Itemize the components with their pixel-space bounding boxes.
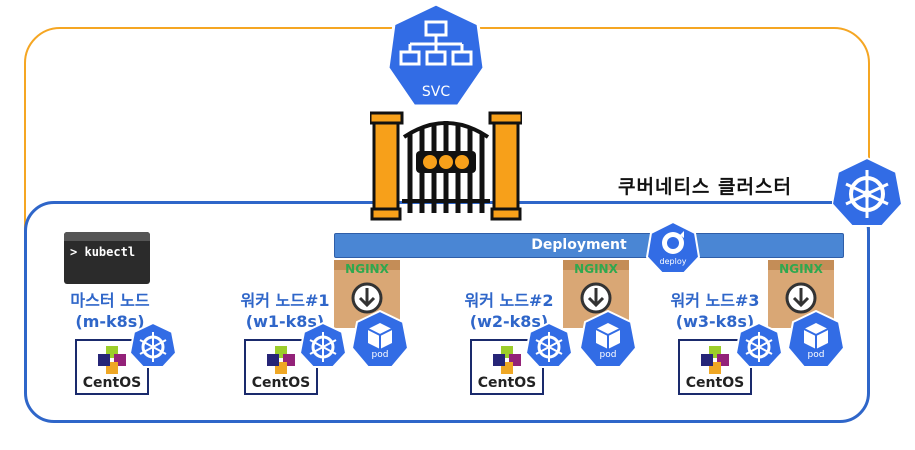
deploy-icon-label: deploy [659, 257, 687, 266]
pod-label: pod [807, 350, 825, 360]
worker-node-name: 워커 노드#3 [670, 291, 760, 310]
centos-label: CentOS [251, 375, 311, 391]
gate-icon [370, 111, 522, 221]
terminal-titlebar [64, 232, 150, 241]
master-node-name: 마스터 노드 [70, 291, 150, 310]
centos-icon [98, 346, 126, 374]
centos-icon [267, 346, 295, 374]
worker-node-name: 워커 노드#2 [464, 291, 554, 310]
terminal-prompt: > [70, 245, 78, 259]
nginx-label: NGINX [345, 262, 389, 276]
centos-icon [493, 346, 521, 374]
nginx-image-icon [768, 260, 834, 328]
kubernetes-icon [300, 322, 346, 368]
pod-label: pod [599, 350, 617, 360]
service-icon [386, 2, 486, 108]
deployment-label: Deployment [531, 237, 627, 253]
worker-node-name: 워커 노드#1 [240, 291, 330, 310]
master-node-host: (m-k8s) [75, 312, 145, 331]
pod-icon [788, 310, 844, 368]
cluster-title: 쿠버네티스 클러스터 [618, 176, 792, 198]
kubectl-terminal: > kubectl [64, 232, 150, 284]
centos-icon [701, 346, 729, 374]
nginx-label: NGINX [779, 262, 823, 276]
service-label: SVC [421, 84, 451, 100]
kubectl-label: kubectl [84, 245, 136, 259]
worker-node-host: (w2-k8s) [469, 312, 549, 331]
worker-node-host: (w1-k8s) [245, 312, 325, 331]
kubernetes-icon [736, 322, 782, 368]
centos-label: CentOS [477, 375, 537, 391]
kubernetes-icon [526, 322, 572, 368]
centos-logo: CentOS [244, 339, 318, 395]
nginx-label: NGINX [574, 262, 618, 276]
kubernetes-icon [130, 322, 176, 368]
kubernetes-icon [832, 156, 902, 227]
centos-label: CentOS [685, 375, 745, 391]
centos-label: CentOS [82, 375, 142, 391]
worker-node-host: (w3-k8s) [675, 312, 755, 331]
deployment-bar: Deployment [334, 233, 844, 258]
pod-icon [580, 310, 636, 368]
pod-label: pod [371, 350, 389, 360]
pod-icon [352, 310, 408, 368]
deploy-icon [646, 221, 700, 274]
